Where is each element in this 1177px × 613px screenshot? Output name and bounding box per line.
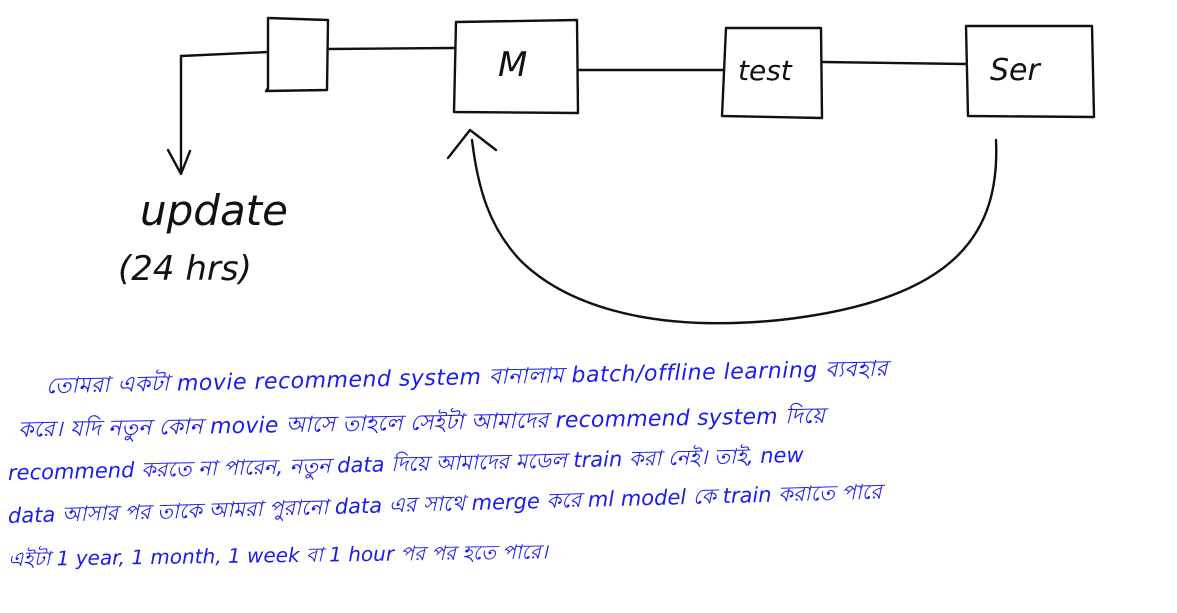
test-box (720, 26, 824, 120)
feedback-loop-curve (470, 138, 998, 325)
feedback-arrowhead (446, 128, 498, 160)
model-box (452, 18, 580, 115)
server-box-label: Ser (990, 53, 1042, 88)
data-box (264, 16, 330, 93)
update-label: update (140, 186, 288, 235)
interval-label: (24 hrs) (118, 249, 252, 289)
explanation-note: তোমরা একটা movie recommend system বানালা… (8, 357, 1168, 581)
model-box-label: M (498, 45, 527, 85)
test-box-label: test (738, 54, 793, 87)
update-arrowhead (166, 148, 192, 176)
test-to-server-line (820, 60, 968, 66)
data-to-model-line (326, 46, 456, 51)
server-box (964, 24, 1096, 119)
left-connector (179, 50, 270, 58)
